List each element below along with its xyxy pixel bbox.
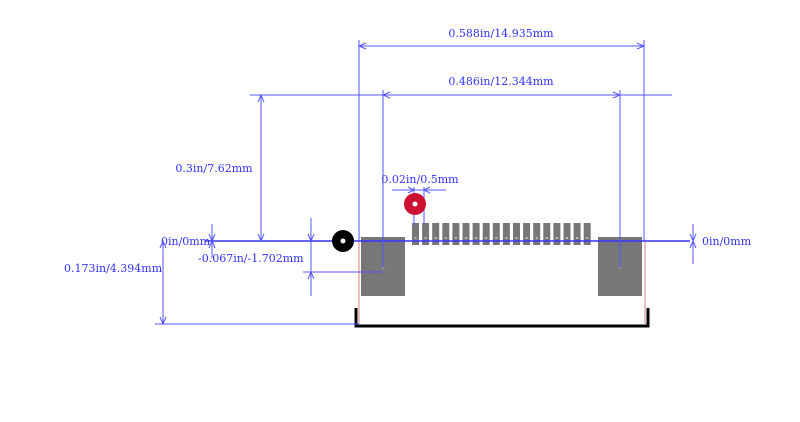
origin-right-label: 0in/0mm <box>702 235 752 248</box>
signal-pin <box>422 223 430 245</box>
signal-pin-center-mark <box>495 237 498 239</box>
mount-pad-left-mark: + <box>381 265 385 272</box>
signal-pin <box>583 223 591 245</box>
signal-pin <box>553 223 561 245</box>
depth-arrow-top <box>159 239 167 249</box>
signal-pin <box>442 223 450 245</box>
offset-label: -0.067in/-1.702mm <box>198 252 304 265</box>
signal-pin <box>573 223 581 245</box>
pin1-marker-center <box>412 201 418 207</box>
overall-width-arrow-left <box>357 42 367 50</box>
height-arrow-top <box>257 93 265 103</box>
signal-pin-center-mark <box>465 237 467 239</box>
signal-pin <box>543 223 551 245</box>
signal-pin <box>523 223 531 245</box>
signal-pin-center-mark <box>545 237 548 239</box>
pad-span-label: 0.486in/12.344mm <box>448 75 554 88</box>
signal-pin <box>482 223 490 245</box>
origin-marker-center <box>340 238 346 244</box>
pitch-arrow-right <box>422 186 431 194</box>
height-arrow-bottom <box>257 233 265 243</box>
signal-pin <box>462 223 470 245</box>
height-label: 0.3in/7.62mm <box>175 162 253 175</box>
mount-pad-right-mark: + <box>618 265 622 272</box>
overall-width-label: 0.588in/14.935mm <box>448 27 554 40</box>
pitch-arrow-left <box>407 186 416 194</box>
signal-pin-center-mark <box>485 237 488 239</box>
signal-pin-center-mark <box>475 237 478 239</box>
depth-arrow-bottom <box>159 316 167 326</box>
signal-pin-center-mark <box>444 237 447 239</box>
signal-pin <box>492 223 500 245</box>
offset-arrow-top <box>307 233 315 243</box>
pitch-label: 0.02in/0.5mm <box>381 173 459 186</box>
depth-label: 0.173in/4.394mm <box>64 262 163 275</box>
signal-pin <box>563 223 571 245</box>
signal-pin <box>533 223 541 245</box>
signal-pin-center-mark <box>434 237 437 239</box>
signal-pin-center-mark <box>505 237 508 239</box>
body-outline <box>354 308 650 328</box>
signal-pin-center-mark <box>586 237 589 239</box>
overall-width-arrow-right <box>636 42 646 50</box>
offset-arrow-bottom <box>307 270 315 280</box>
signal-pin-center-mark <box>424 237 427 239</box>
signal-pin <box>432 223 440 245</box>
signal-pin-center-mark <box>576 237 579 239</box>
signal-pin <box>452 223 460 245</box>
signal-pin-center-mark <box>454 237 457 239</box>
origin-left-label: 0in/0mm <box>161 235 211 248</box>
signal-pin-center-mark <box>555 237 558 239</box>
signal-pin <box>513 223 520 245</box>
signal-pin <box>472 223 480 245</box>
signal-pin <box>502 223 510 245</box>
origin-right-arrow-bottom <box>689 239 697 249</box>
signal-pin-center-mark <box>525 237 528 239</box>
signal-pin-center-mark <box>566 237 568 239</box>
origin-left-arrow-bottom <box>208 239 216 249</box>
signal-pin <box>412 223 419 245</box>
signal-pin-center-mark <box>515 237 518 239</box>
signal-pins <box>412 223 591 245</box>
signal-pin-center-mark <box>535 237 538 239</box>
signal-pin-center-mark <box>414 237 417 239</box>
